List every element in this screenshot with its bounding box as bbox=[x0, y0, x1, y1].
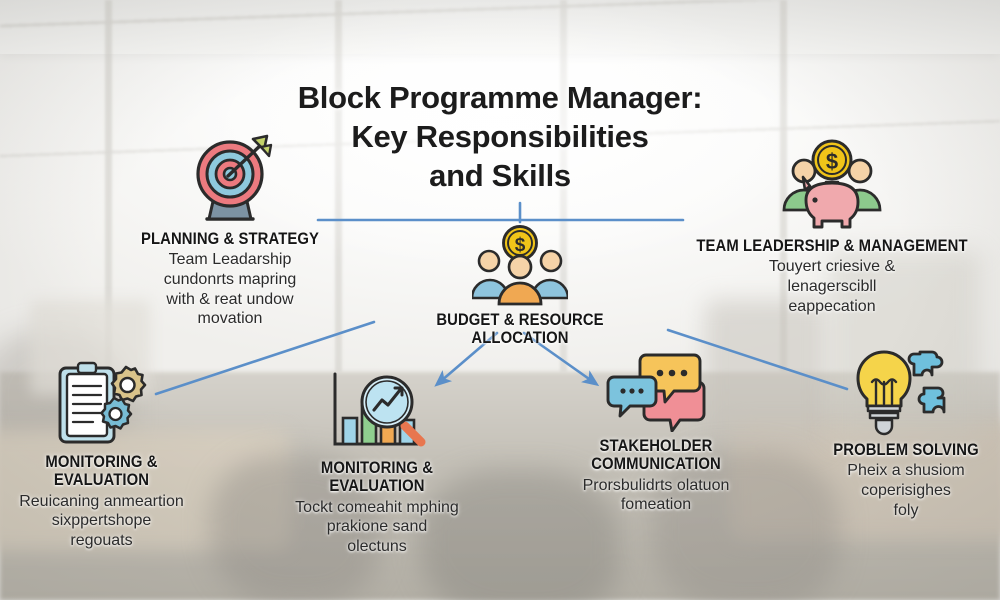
connector-budget-to-problem-solving bbox=[666, 328, 849, 391]
clipboard-gears-icon bbox=[0, 358, 219, 453]
page-title: Block Programme Manager: Key Responsibil… bbox=[0, 78, 1000, 195]
connector-budget-to-monitoring-1 bbox=[154, 320, 376, 396]
node-team-leadership-management[interactable]: $ TEAM LEADERSHIP & MANAGEMENT Touyert c… bbox=[672, 138, 992, 316]
node-problem-solving-title: PROBLEM SOLVING bbox=[833, 441, 979, 459]
connector-budget-to-monitoring-2 bbox=[434, 331, 499, 387]
node-team-leadership-management-title: TEAM LEADERSHIP & MANAGEMENT bbox=[696, 237, 968, 255]
target-arrow-icon bbox=[95, 133, 365, 230]
page-title-line-1: Block Programme Manager: bbox=[297, 80, 703, 115]
speech-bubbles-icon bbox=[542, 352, 770, 437]
node-monitoring-evaluation-chart-title: MONITORING & EVALUATION bbox=[320, 459, 434, 496]
page-title-line-2: Key Responsibilities bbox=[351, 119, 649, 155]
node-planning-strategy-title: PLANNING & STRATEGY bbox=[140, 230, 319, 248]
node-budget-resource-allocation[interactable]: $ BUDGET & RESOURCE ALLOCATION bbox=[383, 224, 657, 348]
page-title-line-3: and Skills bbox=[429, 158, 571, 194]
svg-text:$: $ bbox=[826, 149, 838, 174]
bar-chart-magnifier-icon bbox=[262, 368, 492, 459]
node-monitoring-evaluation-left[interactable]: MONITORING & EVALUATION Reuicaning anmea… bbox=[0, 358, 219, 550]
connector-budget-to-stakeholder bbox=[522, 331, 600, 387]
piggy-bank-people-icon: $ bbox=[672, 138, 992, 237]
node-monitoring-evaluation-chart[interactable]: MONITORING & EVALUATION Tockt comeahit m… bbox=[262, 368, 492, 556]
lightbulb-puzzle-icon bbox=[808, 348, 1000, 441]
svg-text:$: $ bbox=[515, 235, 526, 256]
people-coin-icon: $ bbox=[383, 224, 657, 311]
node-budget-resource-allocation-title: BUDGET & RESOURCE ALLOCATION bbox=[436, 311, 604, 348]
node-monitoring-evaluation-left-title: MONITORING & EVALUATION bbox=[45, 453, 158, 490]
